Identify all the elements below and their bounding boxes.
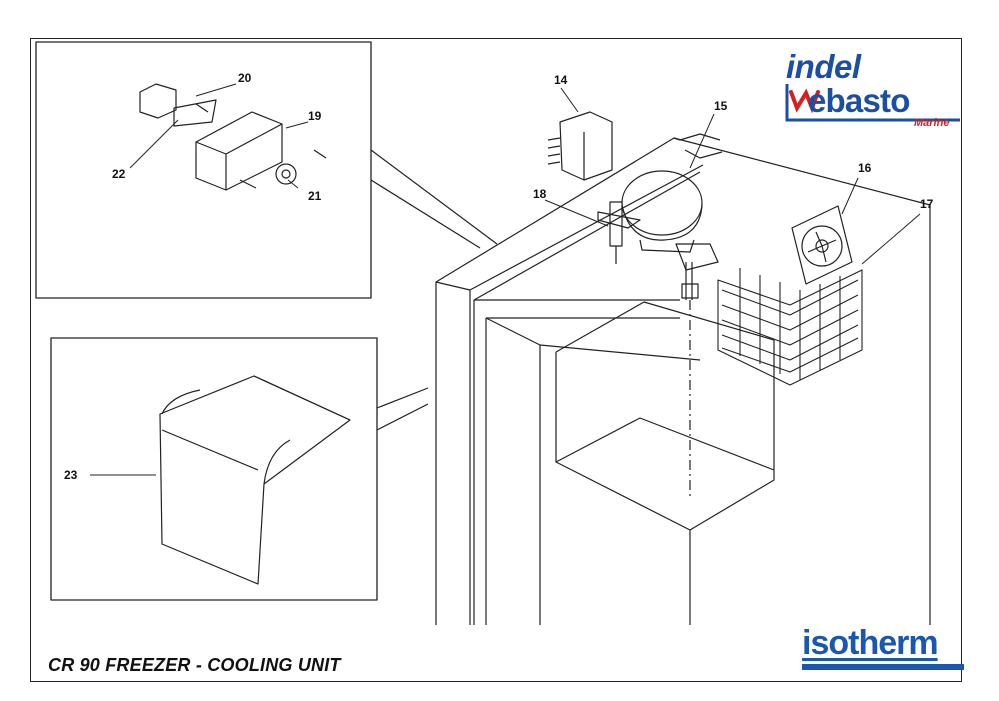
callout-15: 15 [714,99,728,113]
condenser-fan [791,205,853,285]
indel-webasto-logo: indel ebasto Marine [782,48,962,132]
drawing-frame [30,38,962,682]
capacitor [597,201,641,264]
freezer-cabinet [435,133,931,625]
condenser-coil [717,268,863,386]
webasto-w-mark [789,88,820,114]
detail-inset-thermostat [35,41,372,299]
cover-panel [159,375,351,585]
thermostat-assembly [139,83,327,191]
compressor [621,170,719,300]
callout-20: 20 [238,71,252,85]
callout-17: 17 [920,197,934,211]
logo-indel-text: indel [786,48,861,85]
cover-pointer-lines [376,387,429,431]
callout-23: 23 [64,468,78,482]
callout-14: 14 [554,73,568,87]
callout-16: 16 [858,161,872,175]
isotherm-logo: isotherm [802,624,939,662]
callout-22: 22 [112,167,126,181]
callout-19: 19 [308,109,322,123]
callout-18: 18 [533,187,547,201]
logo-webasto-text: ebasto [808,82,910,119]
isotherm-underline [802,664,964,670]
page-title: CR 90 FREEZER - COOLING UNIT [48,655,341,675]
webasto-bracket [785,84,960,122]
detail-inset-cover [50,337,378,601]
starter-relay [547,111,613,181]
logo-marine-text: Marine [914,117,950,129]
inset-pointer-lines [370,149,498,249]
leader-lines [90,83,921,476]
callout-21: 21 [308,189,322,203]
